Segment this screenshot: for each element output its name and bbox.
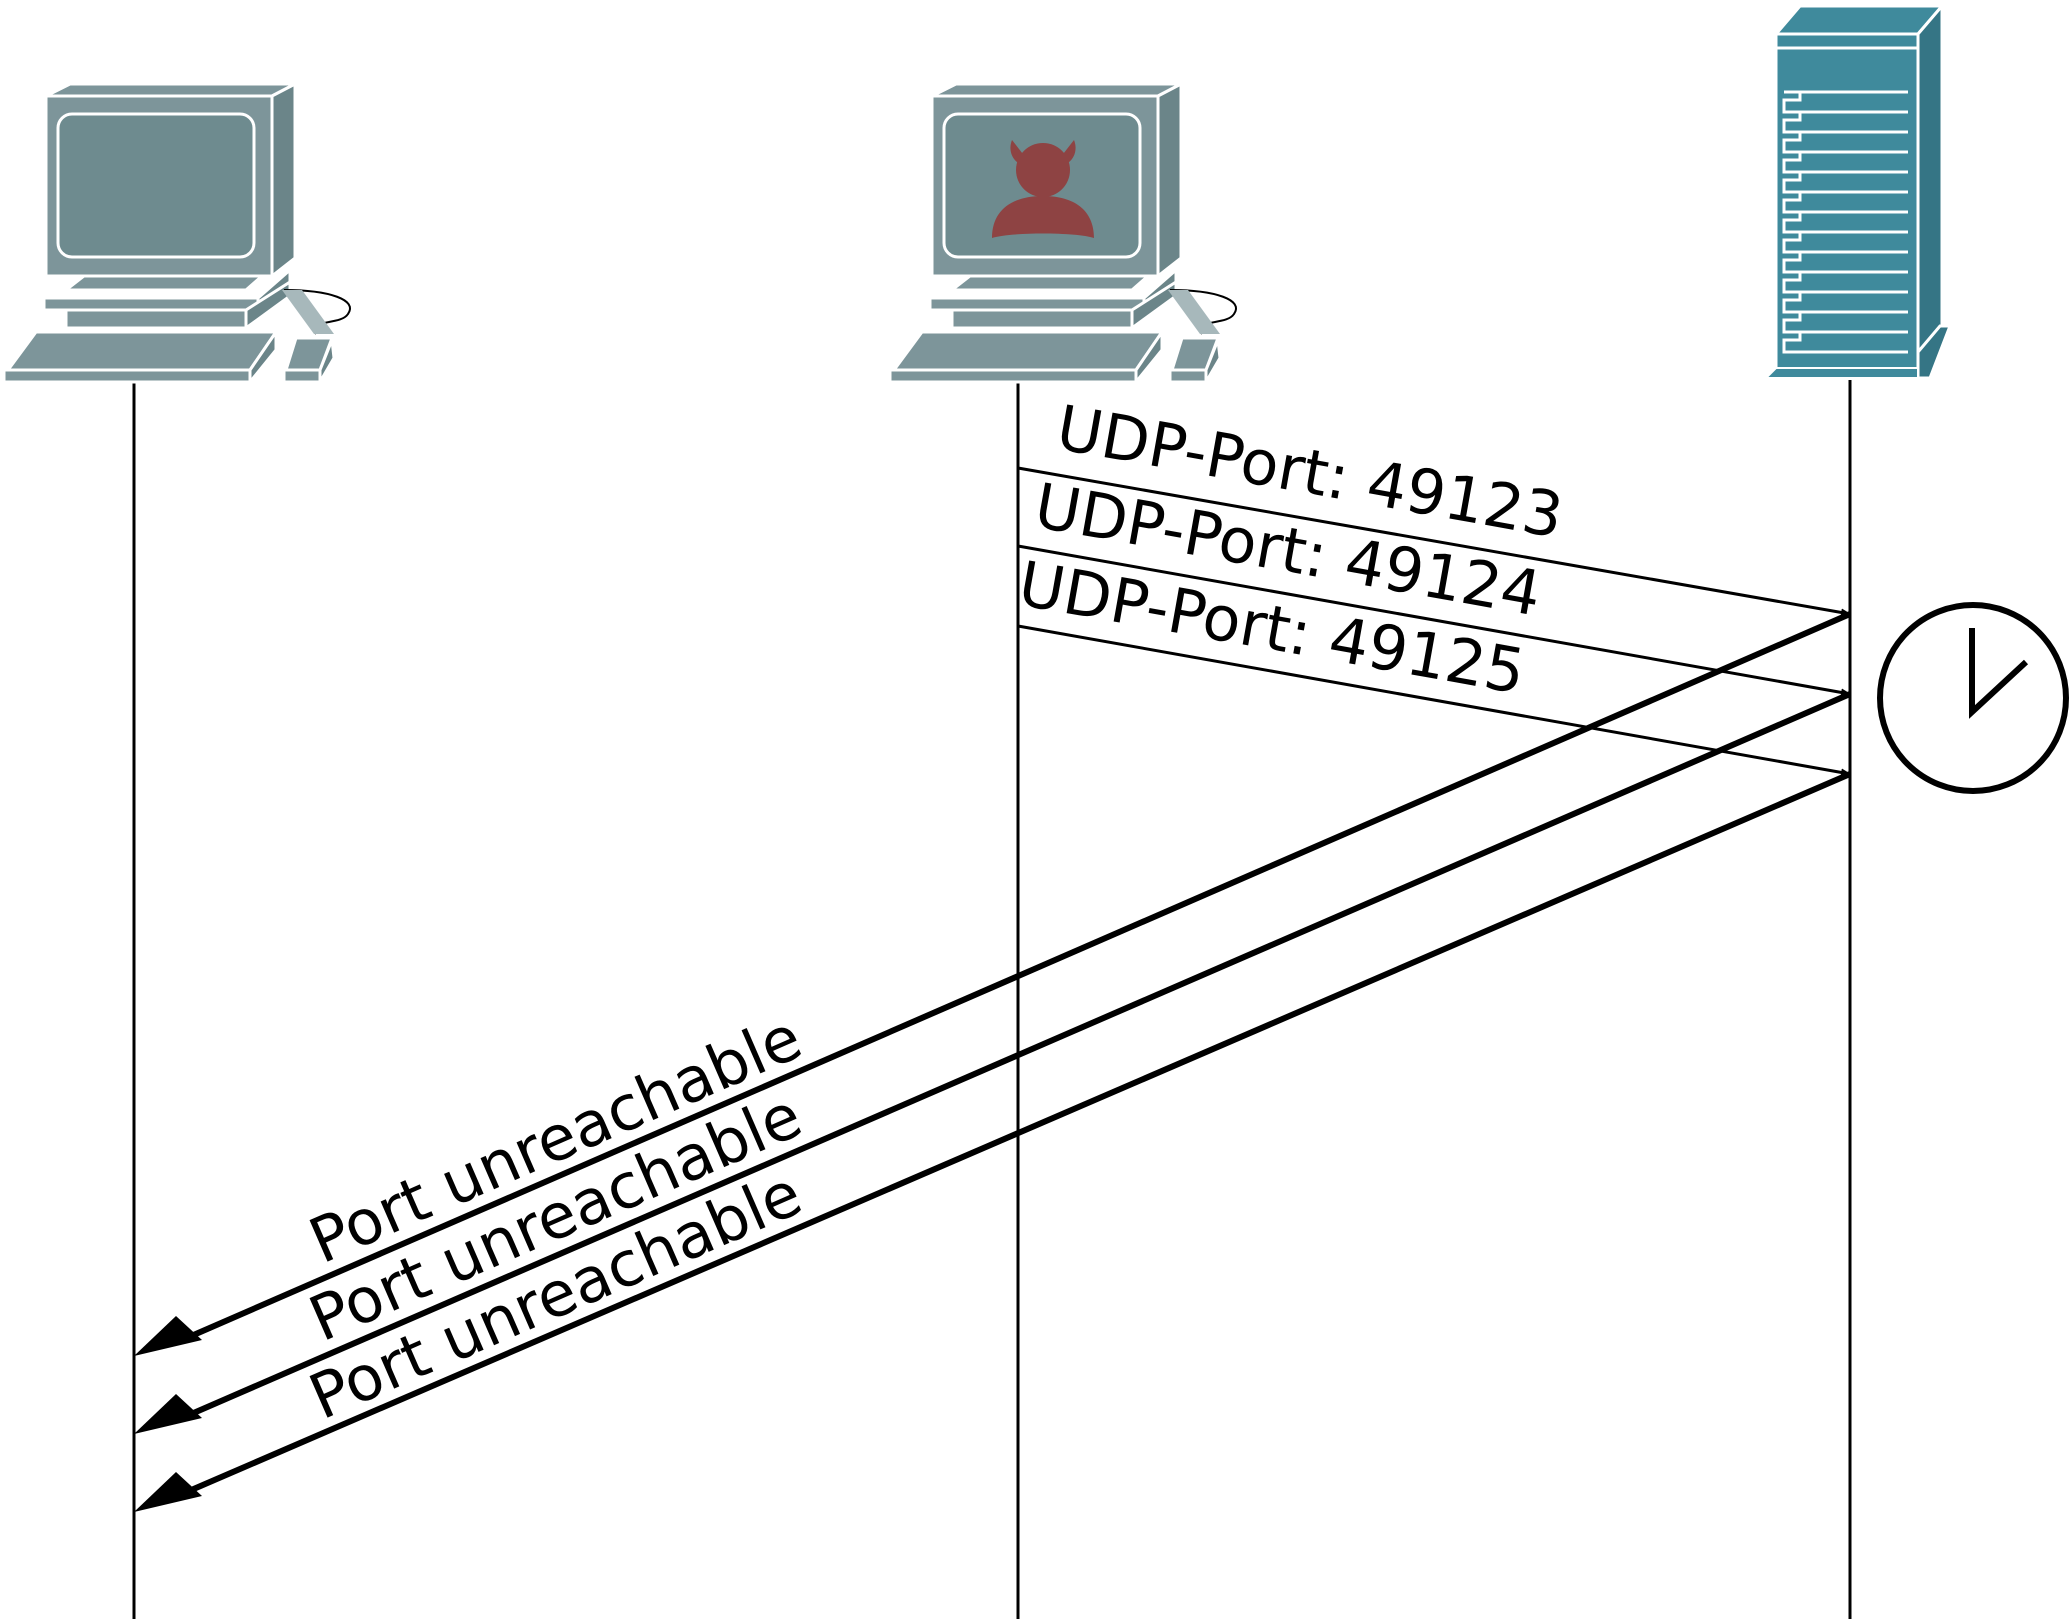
server-tower-icon [1763,1,1953,380]
response-arrowhead-1 [134,1316,202,1356]
request-arrow-3 [1017,624,1851,777]
response-arrow-3 [180,771,1852,1497]
request-arrow-2 [1017,544,1851,697]
attacker-computer-icon [888,81,1237,388]
clock-icon [1877,602,2069,794]
response-arrowhead-3 [134,1472,202,1512]
response-arrow-2 [180,691,1852,1421]
response-arrow-1 [180,611,1852,1343]
devil-user-icon [992,140,1094,238]
request-arrow-1 [1017,466,1851,617]
desktop-computer-icon [2,81,351,388]
response-arrowhead-2 [134,1394,202,1434]
server-vents [1782,90,1908,354]
victim-computer [2,81,351,388]
